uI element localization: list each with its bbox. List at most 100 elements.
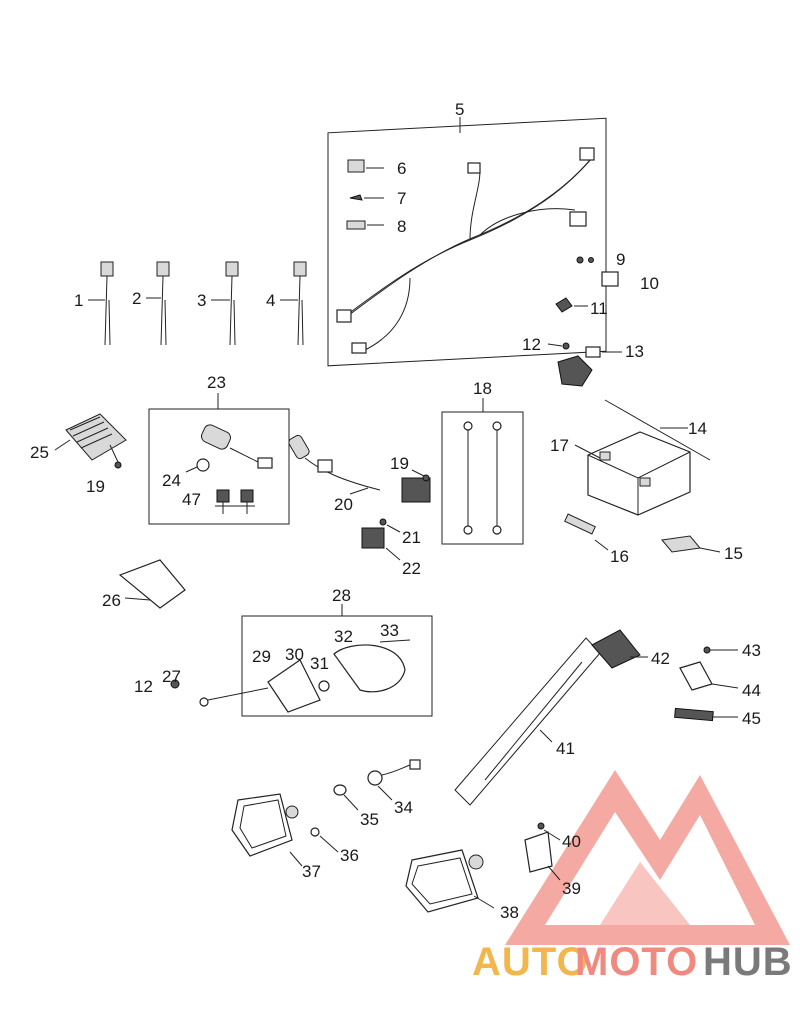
ring-part-24 [196,458,210,472]
group-box-harness [327,117,607,367]
watermark-text-auto: AUTO [472,940,589,984]
clamp-part-11 [555,297,573,313]
callout-7: 7 [397,189,406,208]
watermark-logo [505,770,790,945]
plate-part-16 [564,513,596,535]
battery-pad-part-15 [661,535,701,553]
bulb-part-35 [333,784,347,796]
watermark-text-moto: MOTO [575,940,698,984]
washer-part-27 [199,697,209,707]
headlight-part-38 [405,849,484,913]
callout-4: 4 [266,291,275,310]
callout-2: 2 [132,289,141,308]
callout-39: 39 [562,879,581,898]
bulb-part-31 [318,680,330,692]
callout-40: 40 [562,832,581,851]
callout-38: 38 [500,903,519,922]
wire-harness [336,147,595,354]
lens-part-29 [267,659,321,713]
group-box-ignition [148,408,290,525]
housing-part-32 [333,644,406,693]
ignition-coil-part-20 [288,434,431,503]
callout-labels: 5 6 7 8 9 10 11 12 13 1 2 3 4 23 18 14 1… [30,100,761,922]
callout-35: 35 [360,810,379,829]
callout-41: 41 [556,739,575,758]
callout-12b: 12 [134,677,153,696]
callout-3: 3 [197,291,206,310]
cdi-part-22 [361,527,385,549]
callout-44: 44 [742,681,761,700]
relay-part-10 [601,271,619,287]
callout-8: 8 [397,217,406,236]
watermark-text-hub: HUB [703,940,793,984]
callout-47: 47 [182,490,201,509]
callout-18: 18 [473,379,492,398]
callout-25: 25 [30,443,49,462]
switch-part-1 [100,261,114,346]
callout-12a: 12 [522,335,541,354]
switch-part-3 [225,261,239,346]
starter-relay-part-13 [557,355,593,387]
watermark-triangle-icon [505,770,790,945]
callout-29: 29 [252,647,271,666]
module-part-42 [591,629,641,669]
group-box-battery-cables [441,411,524,545]
callout-45: 45 [742,709,761,728]
bracket-part-44 [679,661,713,691]
ignition-switch-part-23 [200,424,273,469]
callout-27: 27 [162,667,181,686]
callout-15: 15 [724,544,743,563]
battery-part-17 [587,431,691,516]
callout-42: 42 [651,649,670,668]
callout-6: 6 [397,159,406,178]
bolt-part-19a [114,461,122,469]
relay-part-6 [347,159,365,173]
battery-strap-part-14 [604,399,711,461]
switch-part-2 [156,261,170,346]
callout-11: 11 [590,299,608,318]
callout-14: 14 [688,419,707,438]
bolt-part-43 [703,646,711,654]
screw-part-21 [379,518,387,526]
callout-5: 5 [455,100,464,119]
nut-part-12b [170,679,180,689]
regulator-part-25 [65,413,127,461]
callout-9: 9 [616,250,625,269]
bolt-part-19b [422,474,430,482]
keys-part-47 [215,489,255,514]
screw-part-9 [576,256,584,264]
callout-36: 36 [340,846,359,865]
callout-10: 10 [640,274,659,293]
strip-part-45 [674,707,714,722]
callout-26: 26 [102,591,121,610]
callout-22: 22 [402,559,421,578]
socket-part-34 [367,759,421,786]
callout-32: 32 [334,627,353,646]
callout-34: 34 [394,798,413,817]
callout-43: 43 [742,641,761,660]
bracket-part-39 [524,831,553,873]
callout-30: 30 [285,645,304,664]
group-box-tail-light [241,615,433,717]
headlight-part-37 [231,793,299,857]
callout-31: 31 [310,654,329,673]
callout-33: 33 [380,621,399,640]
callout-19a: 19 [86,477,105,496]
cover-part-26 [118,559,186,609]
battery-cable-part-18 [463,421,502,535]
callout-21: 21 [402,528,421,547]
callout-16: 16 [610,547,629,566]
callout-37: 37 [302,862,321,881]
clip-part-7 [349,194,363,201]
bolt-part-40 [537,822,545,830]
callout-23: 23 [207,373,226,392]
screw-part-36 [310,827,320,837]
callout-28: 28 [332,586,351,605]
callout-1: 1 [74,291,83,310]
nut-part-12 [562,342,570,350]
callout-17: 17 [550,436,569,455]
fuse-holder-part-8 [346,220,366,230]
callout-13: 13 [625,342,644,361]
callout-20: 20 [334,495,353,514]
